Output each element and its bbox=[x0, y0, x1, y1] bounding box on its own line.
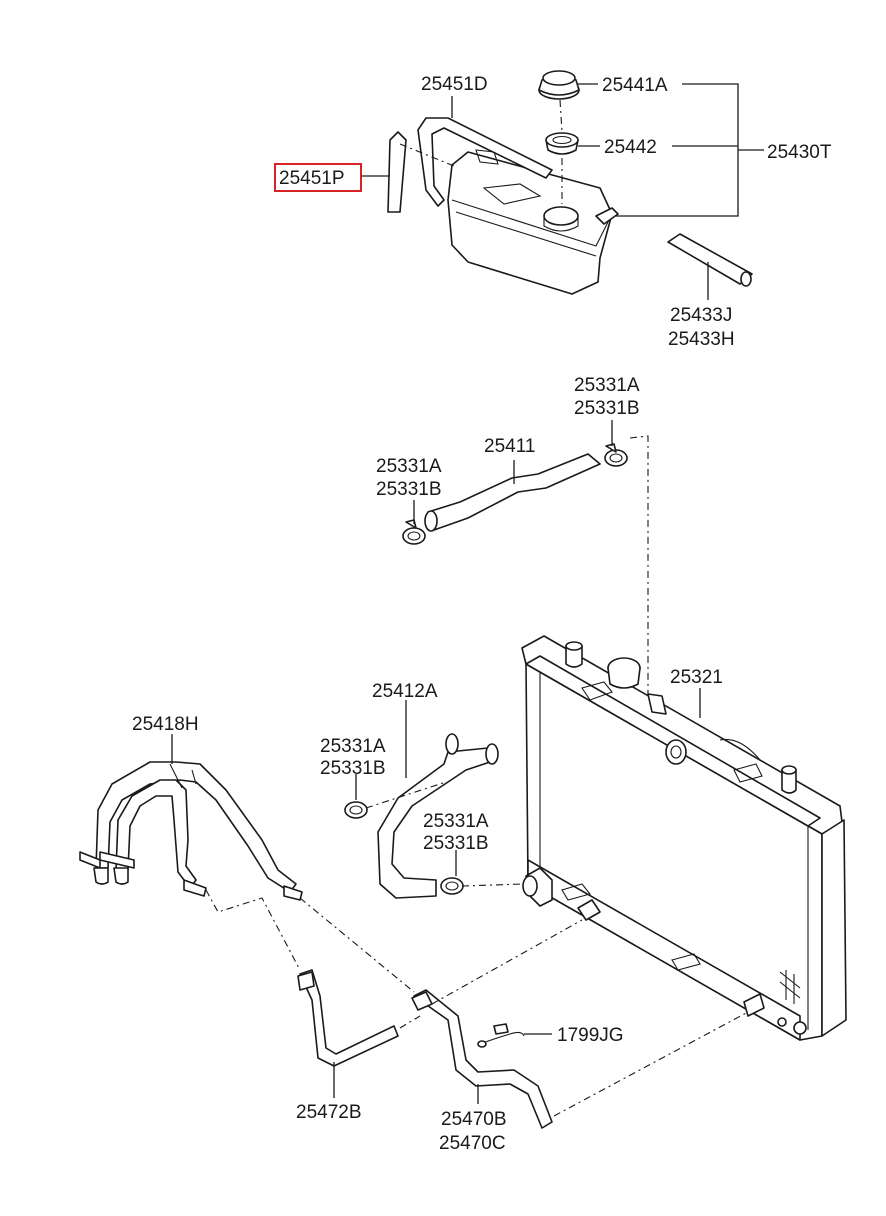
label-25430T: 25430T bbox=[767, 142, 832, 163]
oil-line-axis-e bbox=[553, 1011, 749, 1117]
label-25472B: 25472B bbox=[296, 1102, 362, 1123]
radiator-outlet[interactable] bbox=[522, 867, 553, 907]
label-25451D: 25451D bbox=[421, 74, 488, 95]
label-clamp-left-a: 25331A bbox=[376, 456, 442, 477]
upper-hose-axis bbox=[629, 435, 677, 775]
upper-hose-25411[interactable] bbox=[424, 453, 601, 532]
cap-gasket[interactable] bbox=[545, 132, 579, 155]
oil-line-axis-d bbox=[399, 1015, 421, 1029]
radiator-cap[interactable] bbox=[607, 657, 641, 689]
hose-25451P-path bbox=[399, 143, 455, 167]
label-25470C: 25470C bbox=[439, 1133, 506, 1154]
label-clamp-low-b: 25331B bbox=[423, 833, 489, 854]
label-clamp-top-a: 25331A bbox=[574, 375, 640, 396]
oil-cooler-hose-25418H[interactable] bbox=[79, 761, 303, 901]
drain-fitting[interactable] bbox=[743, 993, 765, 1017]
leader-25430T bbox=[616, 83, 764, 217]
label-clamp-low-a: 25331A bbox=[423, 811, 489, 832]
lower-hose-axis-lower bbox=[461, 883, 525, 887]
oil-cooler-pipe-25472B[interactable] bbox=[297, 969, 399, 1067]
label-25433H: 25433H bbox=[668, 329, 735, 350]
reservoir-tank[interactable] bbox=[447, 149, 619, 295]
label-25442: 25442 bbox=[604, 137, 657, 158]
oil-line-axis-a bbox=[205, 889, 301, 971]
label-25321: 25321 bbox=[670, 667, 723, 688]
oil-line-axis-c bbox=[431, 919, 583, 1005]
label-25411: 25411 bbox=[484, 436, 535, 457]
label-1799JG: 1799JG bbox=[557, 1025, 624, 1046]
label-clamp-top-b: 25331B bbox=[574, 398, 640, 419]
label-25451P[interactable]: 25451P bbox=[279, 168, 345, 189]
hose-clip-1799JG[interactable] bbox=[477, 1023, 525, 1048]
cap-axis bbox=[559, 99, 563, 204]
clamp-upper-right[interactable] bbox=[604, 443, 628, 467]
hose-25433[interactable] bbox=[667, 233, 753, 287]
radiator-inlet[interactable] bbox=[665, 739, 687, 765]
radiator-25321[interactable] bbox=[521, 635, 847, 1041]
label-25418H: 25418H bbox=[132, 714, 199, 735]
oil-line-fitting[interactable] bbox=[577, 899, 601, 921]
highlight-box-25451P bbox=[274, 163, 362, 192]
reservoir-cap[interactable] bbox=[538, 70, 580, 100]
oil-cooler-pipe-25470B[interactable] bbox=[411, 989, 553, 1129]
oil-line-axis-b bbox=[299, 897, 415, 993]
reservoir-neck bbox=[543, 206, 579, 232]
label-25470B: 25470B bbox=[441, 1109, 507, 1130]
label-25433J: 25433J bbox=[670, 305, 732, 326]
hose-25451P[interactable] bbox=[387, 131, 407, 213]
overflow-hose-25451D[interactable] bbox=[417, 117, 553, 207]
lower-hose-axis-upper bbox=[365, 781, 447, 809]
clamp-lower-low[interactable] bbox=[440, 877, 464, 895]
label-25441A: 25441A bbox=[602, 75, 668, 96]
label-clamp-left-b: 25331B bbox=[376, 479, 442, 500]
label-clamp-mid-b: 25331B bbox=[320, 758, 386, 779]
label-25412A: 25412A bbox=[372, 681, 438, 702]
label-clamp-mid-a: 25331A bbox=[320, 736, 386, 757]
clamp-lower-mid[interactable] bbox=[344, 801, 368, 819]
lower-hose-25412A[interactable] bbox=[377, 733, 499, 899]
